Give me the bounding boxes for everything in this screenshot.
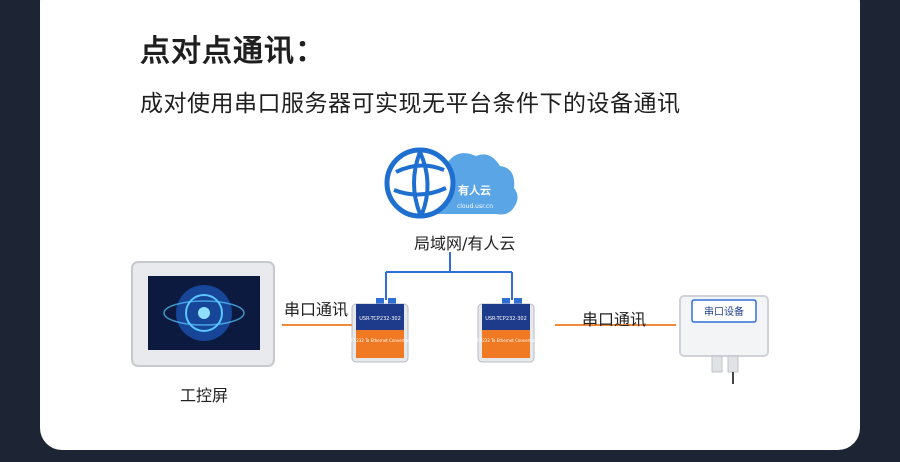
serial-server-right: USR-TCP232-302 RS232 To Ethernet Convert… (477, 298, 535, 363)
page-title: 点对点通讯： (140, 34, 326, 69)
cloud-logo-url: cloud.usr.cn (457, 203, 493, 210)
network-label: 局域网/有人云 (414, 234, 516, 253)
page-subtitle: 成对使用串口服务器可实现无平台条件下的设备通讯 (140, 91, 681, 117)
server-right-caption: RS232 To Ethernet Converter (477, 338, 535, 343)
touchscreen-device (131, 261, 275, 367)
right-link-label: 串口通讯 (582, 310, 647, 329)
server-left-model: USR-TCP232-302 (359, 316, 401, 322)
touchscreen-label: 工控屏 (180, 386, 229, 405)
cloud-logo-icon (384, 147, 518, 219)
cloud-logo-text: 有人云 (458, 183, 491, 197)
device-tag-label: 串口设备 (704, 305, 744, 318)
serial-server-left: USR-TCP232-302 RS232 To Ethernet Convert… (351, 298, 409, 363)
server-left-caption: RS232 To Ethernet Converter (351, 338, 409, 343)
server-right-model: USR-TCP232-302 (485, 316, 527, 322)
left-link-label: 串口通讯 (284, 300, 349, 319)
content-card (40, 0, 860, 450)
network-links (385, 252, 513, 300)
serial-device: 串口设备 (679, 295, 769, 384)
